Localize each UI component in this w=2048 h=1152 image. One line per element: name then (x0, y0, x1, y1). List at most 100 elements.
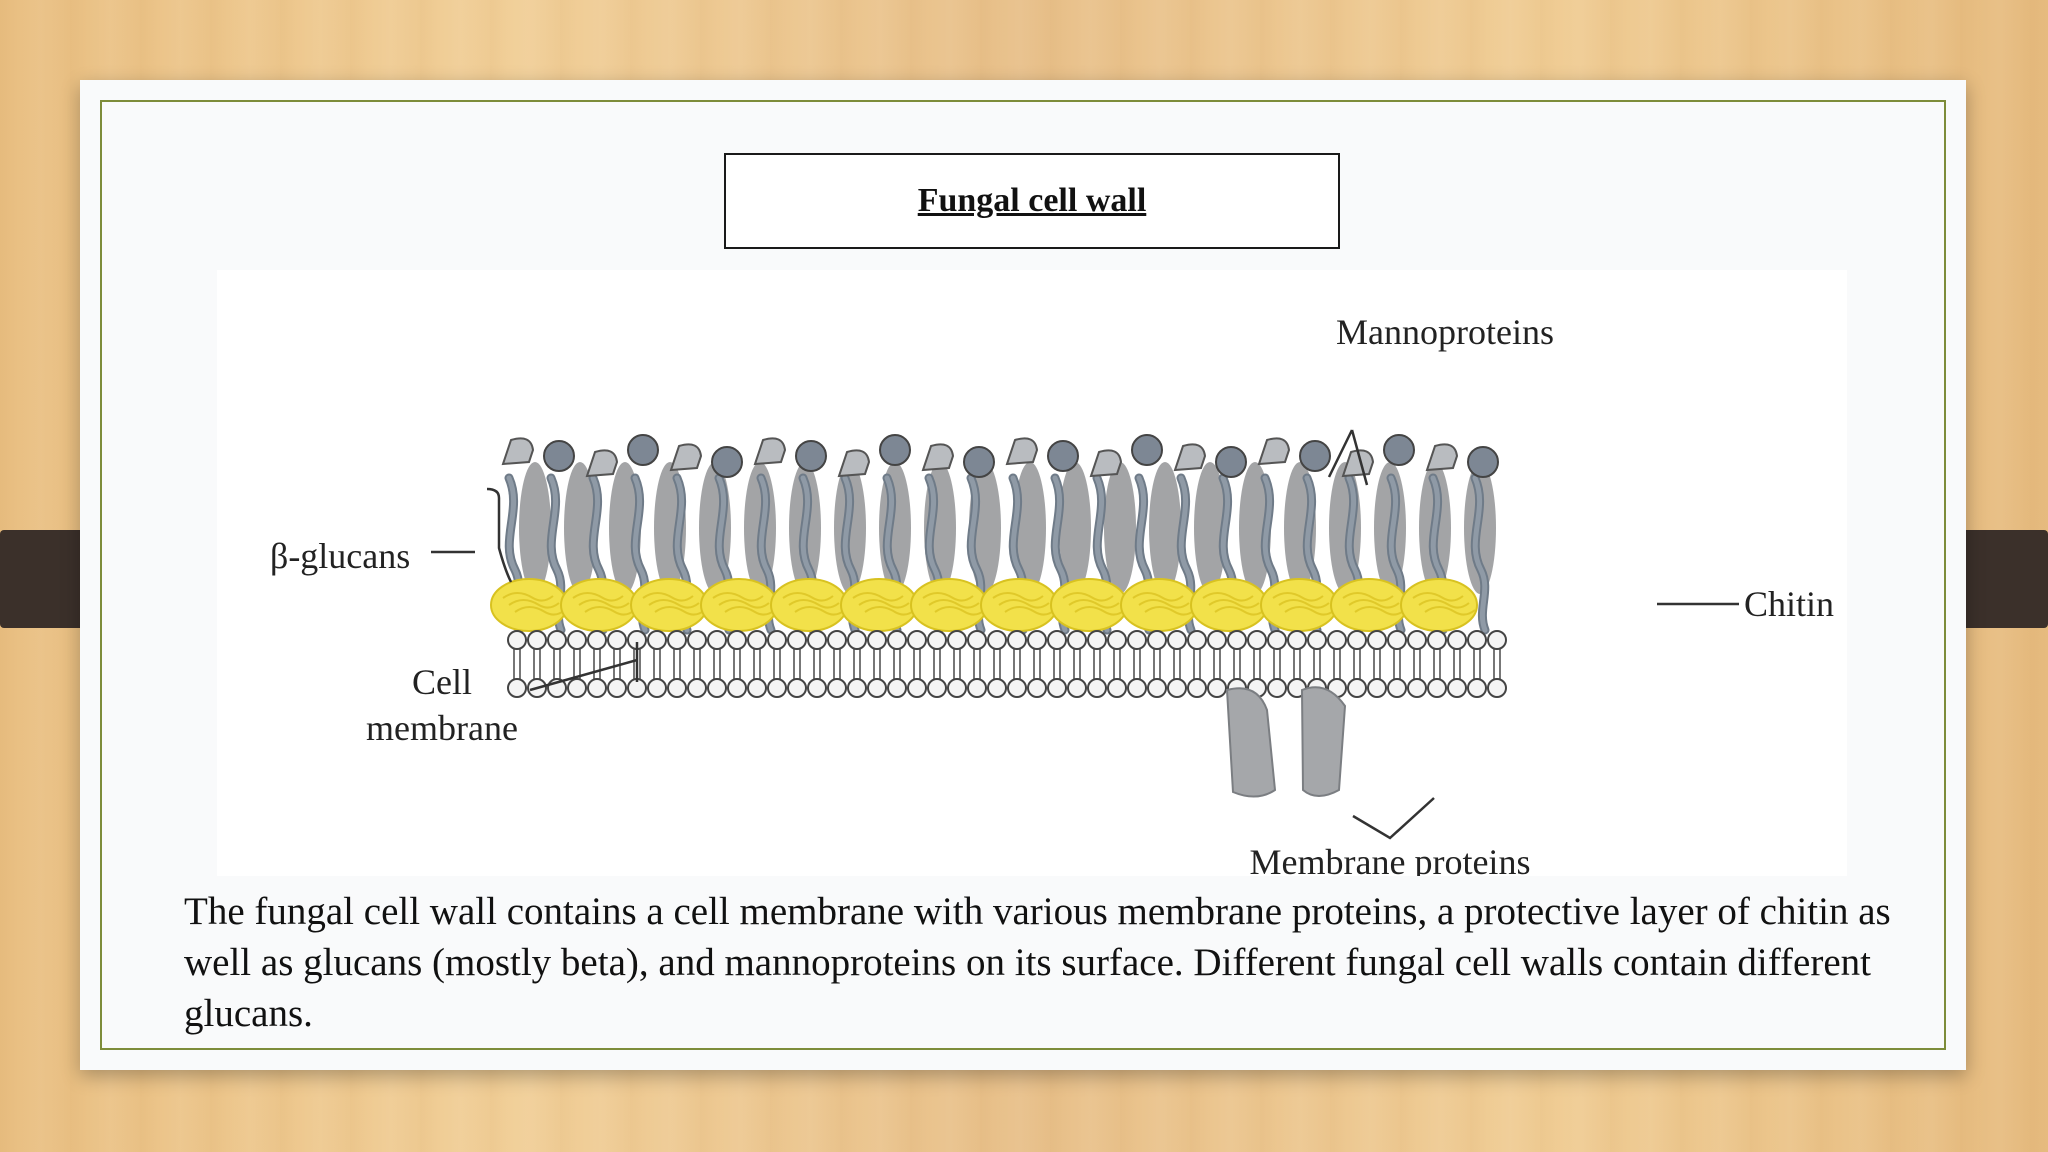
lipid-head-outer (887, 630, 907, 650)
mannoprotein-sphere (543, 440, 575, 472)
chitin-strand (1004, 606, 1056, 616)
chitin-strand (1354, 606, 1406, 616)
lipid-head-outer (927, 630, 947, 650)
slide: Fungal cell wall Mannoproteins (80, 80, 1966, 1070)
chitin-layer (490, 578, 1478, 632)
lipid-head-outer (727, 630, 747, 650)
chitin-strand (1132, 592, 1184, 602)
lipid-head-inner (1347, 678, 1367, 698)
cell-wall-diagram: Mannoproteins β-glucans Chitin Cell memb… (217, 270, 1847, 876)
lipid-head-outer (847, 630, 867, 650)
lipid-head-inner (687, 678, 707, 698)
chitin-strand (654, 606, 706, 616)
lipid-head-outer (667, 630, 687, 650)
lipid-head-outer (827, 630, 847, 650)
lipid-head-outer (1187, 630, 1207, 650)
lipid-head-outer (867, 630, 887, 650)
chitin-strand (1272, 592, 1324, 602)
lipid-head-inner (927, 678, 947, 698)
lipid-head-outer (1147, 630, 1167, 650)
title-box: Fungal cell wall (724, 153, 1340, 249)
label-beta-glucans: β-glucans (270, 536, 410, 576)
mannoprotein-wedge (753, 437, 787, 466)
mannoprotein-sphere (879, 434, 911, 466)
chitin-strand (1342, 592, 1394, 602)
mannoprotein-wedge (1341, 449, 1375, 478)
chitin-strand (718, 599, 770, 609)
lipid-head-inner (1007, 678, 1027, 698)
lipid-head-inner (707, 678, 727, 698)
slide-title: Fungal cell wall (917, 182, 1147, 219)
lipid-head-inner (787, 678, 807, 698)
chitin-strand (934, 606, 986, 616)
mannoprotein-sphere (1299, 440, 1331, 472)
chitin-strand (998, 599, 1050, 609)
lipid-head-inner (807, 678, 827, 698)
lipid-head-outer (787, 630, 807, 650)
chitin-strand (794, 606, 846, 616)
chitin-strand (1138, 599, 1190, 609)
chitin-strand (1348, 599, 1400, 609)
chitin-strand (1278, 599, 1330, 609)
chitin-strand (928, 599, 980, 609)
glucans-bracket (431, 487, 513, 583)
lipid-head-inner (767, 678, 787, 698)
lipid-head-inner (1127, 678, 1147, 698)
chitin-strand (514, 606, 566, 616)
glucan-blob (1194, 462, 1226, 594)
lipid-head-outer (1327, 630, 1347, 650)
mannoprotein-sphere (711, 446, 743, 478)
chitin-strand (1068, 599, 1120, 609)
mannoprotein-sphere (1467, 446, 1499, 478)
chitin-strand (992, 592, 1044, 602)
chitin-strand (1208, 599, 1260, 609)
lipid-head-outer (1047, 630, 1067, 650)
mannoprotein-sphere (1383, 434, 1415, 466)
chitin-strand (1202, 592, 1254, 602)
lipid-head-inner (847, 678, 867, 698)
lipid-head-inner (567, 678, 587, 698)
chitin-strand (1062, 592, 1114, 602)
lipid-head-inner (647, 678, 667, 698)
chitin-strand (858, 599, 910, 609)
lipid-head-inner (727, 678, 747, 698)
lipid-head-outer (1127, 630, 1147, 650)
lipid-head-outer (907, 630, 927, 650)
lipid-head-inner (667, 678, 687, 698)
lipid-head-inner (827, 678, 847, 698)
chitin-strand (782, 592, 834, 602)
lipid-head-inner (1407, 678, 1427, 698)
lipid-head-inner (947, 678, 967, 698)
mannoprotein-sphere (1131, 434, 1163, 466)
lipid-head-outer (967, 630, 987, 650)
chitin-strand (1214, 606, 1266, 616)
lipid-head-outer (1167, 630, 1187, 650)
chitin-strand (864, 606, 916, 616)
lipid-head-inner (1387, 678, 1407, 698)
mannoprotein-sphere (627, 434, 659, 466)
slide-caption: The fungal cell wall contains a cell mem… (184, 890, 1891, 1035)
lipid-head-inner (1487, 678, 1507, 698)
lipid-head-outer (1247, 630, 1267, 650)
label-mannoproteins: Mannoproteins (1336, 312, 1554, 352)
chitin-strand (852, 592, 904, 602)
label-cell: Cell (412, 662, 472, 702)
lipid-head-outer (1347, 630, 1367, 650)
lipid-head-inner (507, 678, 527, 698)
lipid-head-outer (1387, 630, 1407, 650)
mannoprotein-wedge (921, 443, 955, 472)
chitin-strand (1074, 606, 1126, 616)
lipid-head-inner (1467, 678, 1487, 698)
lipid-head-outer (587, 630, 607, 650)
leader-lines (431, 429, 1739, 840)
lipid-head-inner (1207, 678, 1227, 698)
lipid-head-outer (527, 630, 547, 650)
lipid-head-outer (767, 630, 787, 650)
lipid-head-outer (607, 630, 627, 650)
lipid-head-inner (607, 678, 627, 698)
lipid-head-inner (887, 678, 907, 698)
glucan-blob (1149, 462, 1181, 594)
mannoprotein-wedge (1425, 443, 1459, 472)
mannoprotein-wedge (585, 449, 619, 478)
lipid-head-inner (867, 678, 887, 698)
